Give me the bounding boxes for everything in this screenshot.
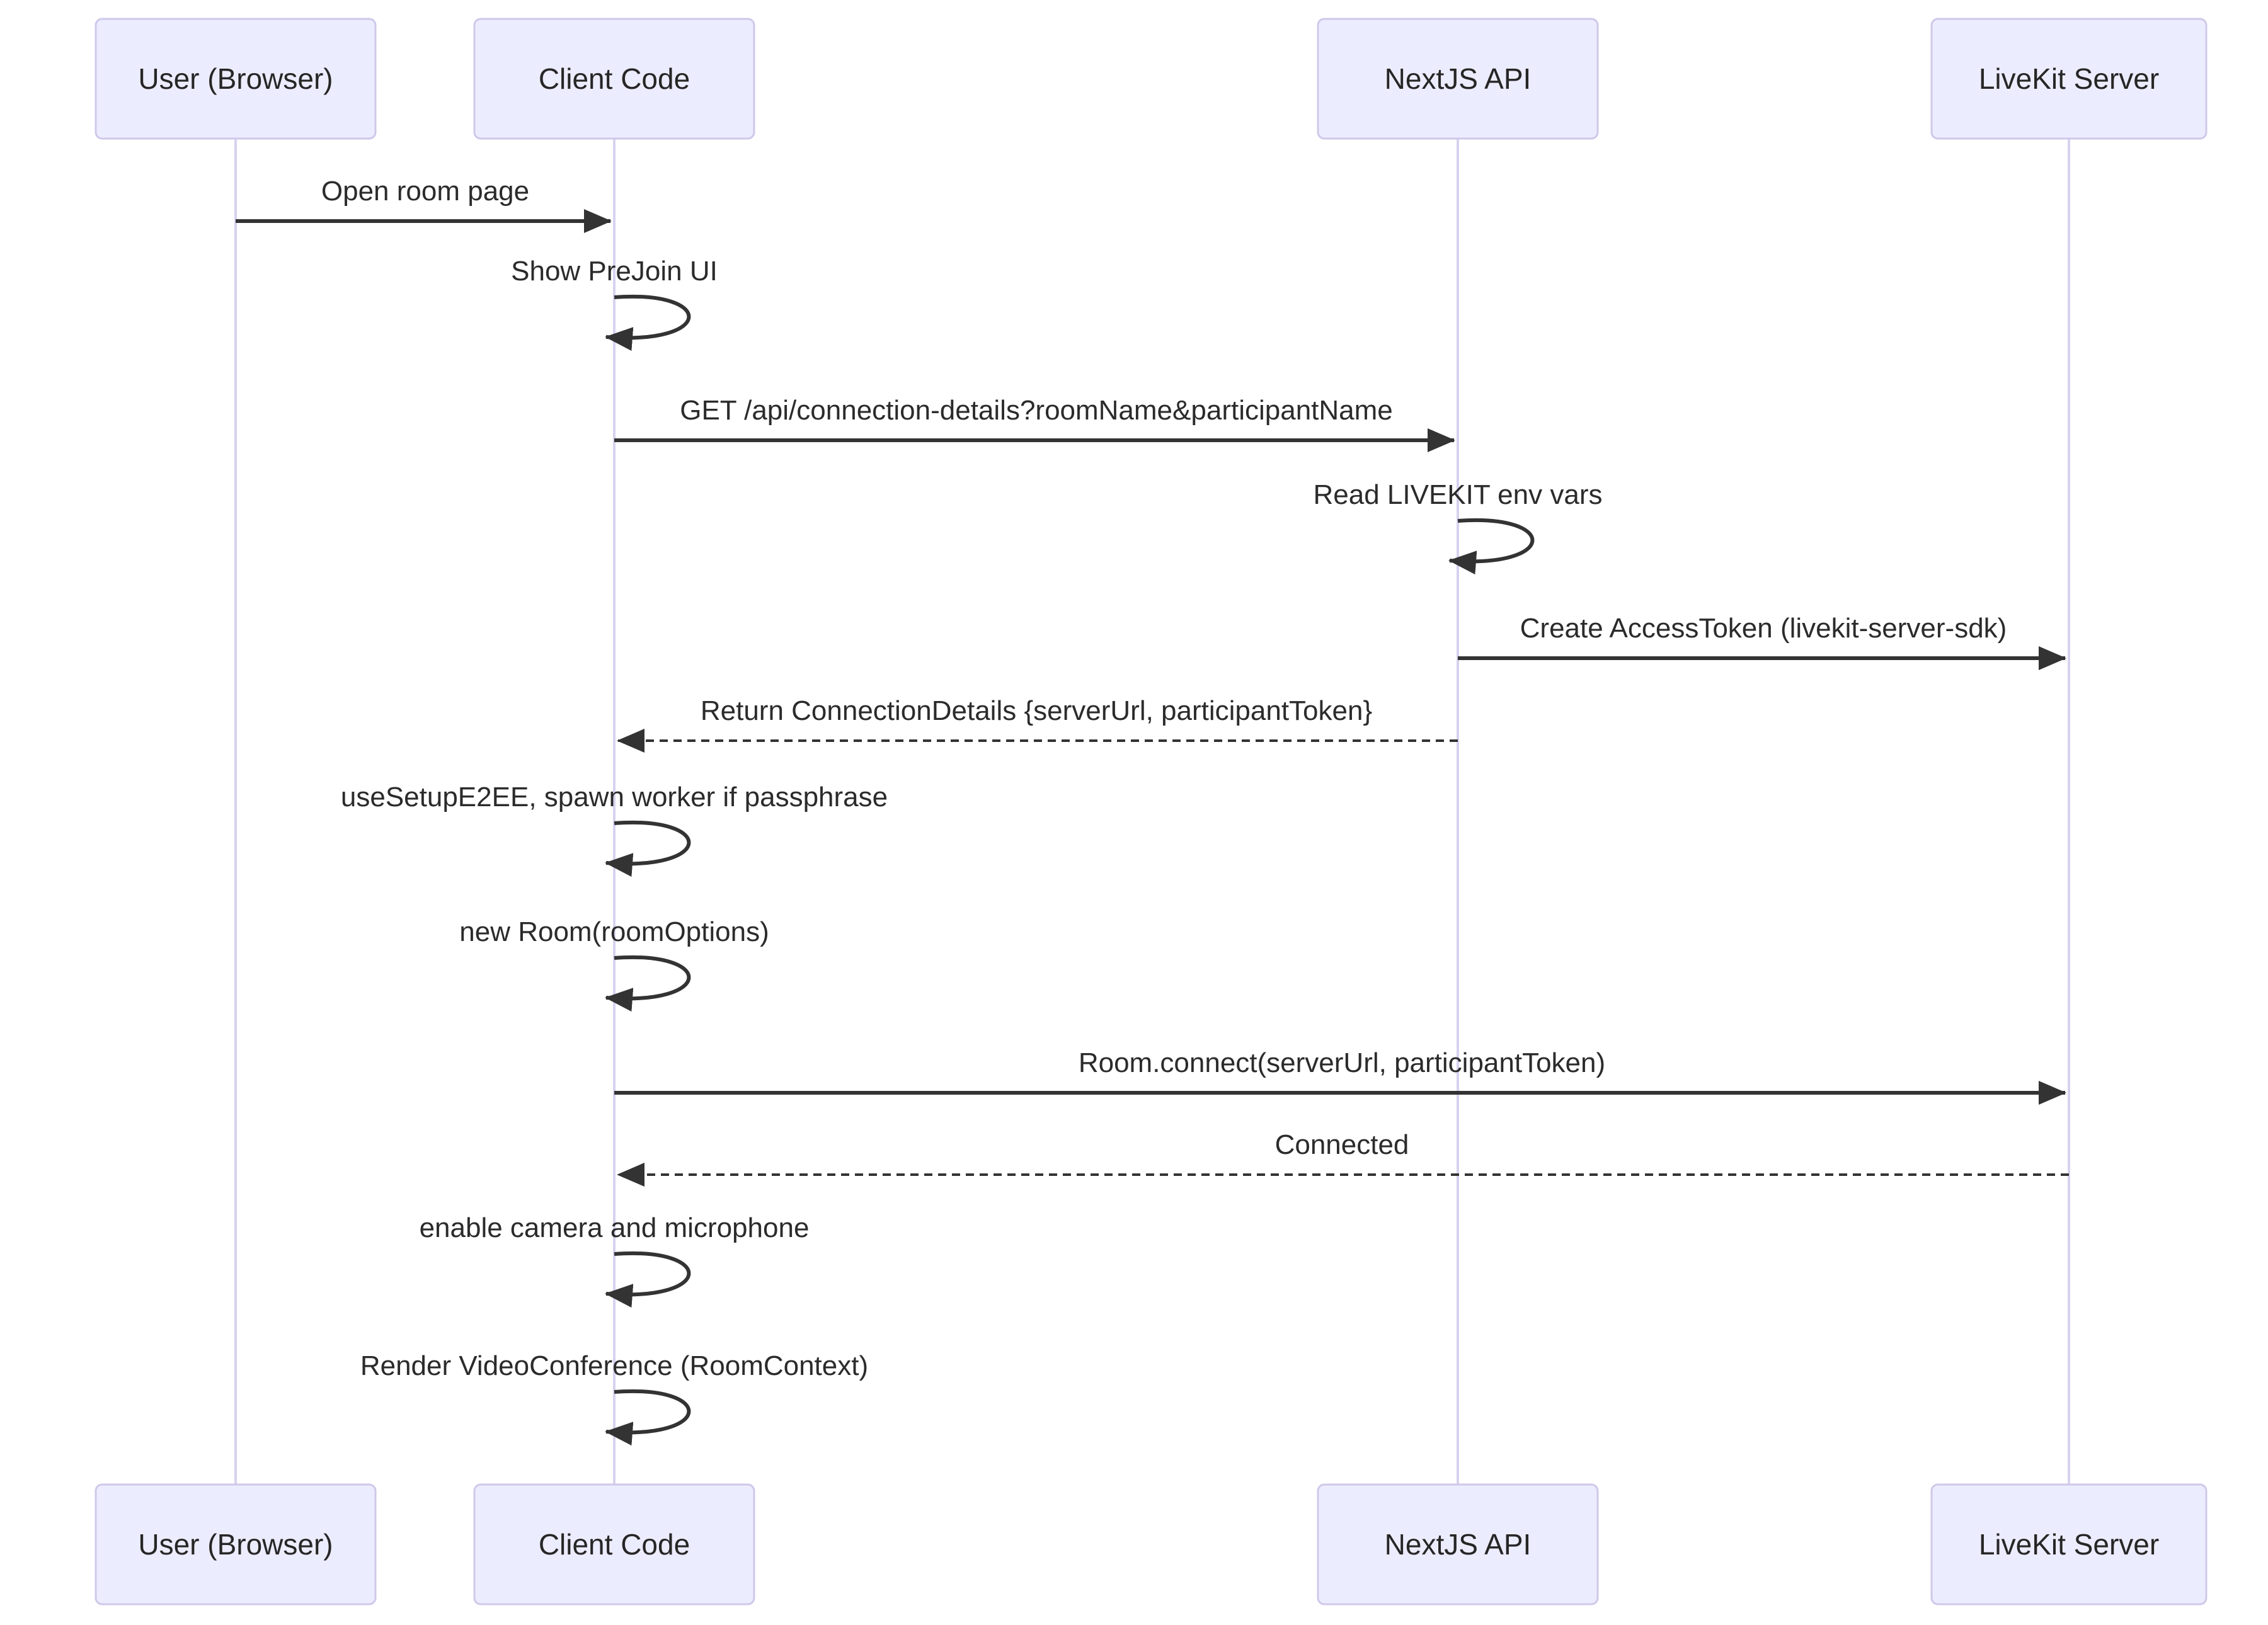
self-loop-arrow xyxy=(1448,518,1535,575)
actor-label: NextJS API xyxy=(1385,62,1532,95)
actor-box xyxy=(473,18,755,140)
message-label: GET /api/connection-details?roomName&par… xyxy=(680,395,1393,426)
message-render-videoconference: Render VideoConference (RoomContext) xyxy=(360,1350,868,1446)
actor-box xyxy=(1317,18,1599,140)
actor-bottom-livekit: LiveKit Server xyxy=(1930,1483,2208,1605)
actor-top-client: Client Code xyxy=(473,18,755,140)
actor-box xyxy=(1930,18,2208,140)
message-return-connection-details: Return ConnectionDetails {serverUrl, par… xyxy=(617,695,1458,753)
actor-box xyxy=(94,1483,377,1605)
actor-box xyxy=(1317,1483,1599,1605)
actor-top-nextjs: NextJS API xyxy=(1317,18,1599,140)
message-label: Read LIVEKIT env vars xyxy=(1314,479,1603,510)
message-new-room: new Room(roomOptions) xyxy=(459,916,769,1012)
message-label: enable camera and microphone xyxy=(420,1212,810,1243)
message-room-connect: Room.connect(serverUrl, participantToken… xyxy=(614,1047,2066,1105)
self-loop-arrow xyxy=(605,294,691,351)
actor-label: Client Code xyxy=(539,1528,690,1561)
message-read-livekit-env-vars: Read LIVEKIT env vars xyxy=(1314,479,1603,575)
message-label: Return ConnectionDetails {serverUrl, par… xyxy=(701,695,1372,726)
actor-top-user: User (Browser) xyxy=(94,18,377,140)
actor-box xyxy=(94,18,377,140)
message-usesetupe2ee: useSetupE2EE, spawn worker if passphrase xyxy=(341,782,888,877)
message-label: Room.connect(serverUrl, participantToken… xyxy=(1079,1047,1605,1078)
self-loop-arrow xyxy=(605,1251,691,1308)
actor-top-livekit: LiveKit Server xyxy=(1930,18,2208,140)
actor-box xyxy=(1930,1483,2208,1605)
message-label: Connected xyxy=(1275,1129,1409,1160)
actor-label: User (Browser) xyxy=(138,62,333,95)
message-open-room-page: Open room page xyxy=(236,176,612,233)
self-loop-arrow xyxy=(605,820,691,877)
actor-bottom-nextjs: NextJS API xyxy=(1317,1483,1599,1605)
self-loop-arrow xyxy=(605,955,691,1012)
actor-label: LiveKit Server xyxy=(1979,62,2159,95)
message-create-accesstoken: Create AccessToken (livekit-server-sdk) xyxy=(1458,613,2066,670)
actor-box xyxy=(473,1483,755,1605)
message-enable-camera-microphone: enable camera and microphone xyxy=(420,1212,810,1308)
actor-label: NextJS API xyxy=(1385,1528,1532,1561)
actor-label: Client Code xyxy=(539,62,690,95)
message-label: Open room page xyxy=(321,176,529,207)
message-label: useSetupE2EE, spawn worker if passphrase xyxy=(341,782,888,812)
message-show-prejoin-ui: Show PreJoin UI xyxy=(511,256,718,351)
actor-bottom-user: User (Browser) xyxy=(94,1483,377,1605)
message-label: Create AccessToken (livekit-server-sdk) xyxy=(1520,613,2007,644)
message-label: new Room(roomOptions) xyxy=(459,916,769,947)
message-label: Render VideoConference (RoomContext) xyxy=(360,1350,868,1381)
actor-label: User (Browser) xyxy=(138,1528,333,1561)
message-get-connection-details: GET /api/connection-details?roomName&par… xyxy=(614,395,1455,452)
message-label: Show PreJoin UI xyxy=(511,256,718,287)
self-loop-arrow xyxy=(605,1389,691,1446)
actor-label: LiveKit Server xyxy=(1979,1528,2159,1561)
actor-bottom-client: Client Code xyxy=(473,1483,755,1605)
message-connected: Connected xyxy=(617,1129,2069,1187)
